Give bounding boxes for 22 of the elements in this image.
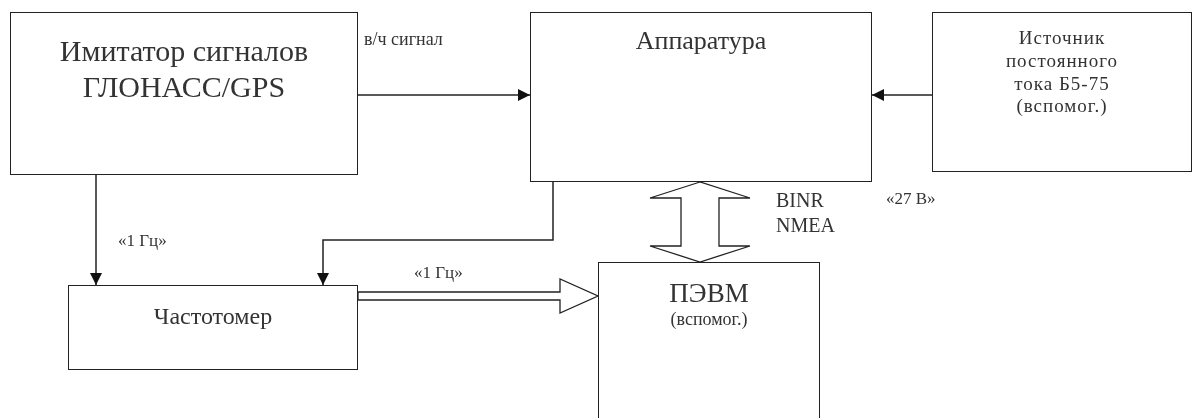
hollow-arrow bbox=[357, 278, 600, 314]
edge-label: «1 Гц» bbox=[118, 230, 167, 252]
process-box bbox=[932, 12, 1192, 172]
hollow-arrow bbox=[649, 181, 751, 263]
process-box bbox=[598, 262, 820, 418]
arrow bbox=[317, 181, 554, 286]
box-note: (вспомог.) bbox=[670, 309, 748, 331]
process-box bbox=[10, 12, 358, 175]
box-title: Имитатор сигналов ГЛОНАСС/GPS bbox=[58, 33, 310, 105]
edge-label: BINR NMEA bbox=[776, 188, 836, 238]
box-title: Источник постоянного тока Б5-75 (вспомог.) bbox=[1004, 27, 1120, 119]
box-title: Аппаратура bbox=[635, 25, 767, 57]
arrow bbox=[871, 89, 933, 101]
process-box bbox=[68, 285, 358, 370]
voltage-label: «27 В» bbox=[886, 188, 936, 210]
process-box bbox=[530, 12, 872, 182]
arrow bbox=[90, 174, 102, 286]
edge-label: в/ч сигнал bbox=[364, 28, 443, 51]
edge-label: «1 Гц» bbox=[414, 262, 463, 284]
box-title: Частотомер bbox=[153, 302, 273, 331]
box-title: ПЭВМ bbox=[669, 277, 749, 310]
arrow bbox=[357, 89, 531, 101]
